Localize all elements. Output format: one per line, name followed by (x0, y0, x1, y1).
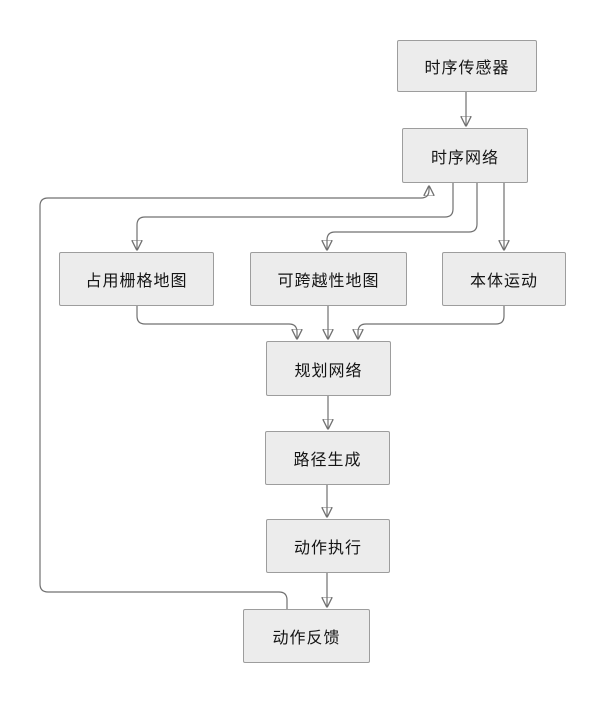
edge-temporal-network-to-occupancy-grid-map (137, 183, 454, 249)
node-body-motion: 本体运动 (442, 252, 566, 306)
node-temporal-sensor-label: 时序传感器 (424, 60, 510, 77)
edge-occupancy-grid-map-to-planning-network (136, 306, 297, 338)
node-traversability-map-label: 可跨越性地图 (277, 273, 380, 290)
node-planning-network-label: 规划网络 (294, 362, 363, 380)
node-temporal-network: 时序网络 (402, 128, 528, 183)
node-action-execution-label: 动作执行 (293, 540, 362, 557)
node-action-feedback-label: 动作反馈 (272, 630, 341, 647)
node-planning-network: 规划网络 (266, 341, 391, 396)
node-path-generation-label: 路径生成 (293, 452, 362, 469)
node-action-execution: 动作执行 (266, 519, 390, 573)
node-temporal-sensor: 时序传感器 (397, 40, 537, 92)
node-occupancy-grid-map: 占用栅格地图 (59, 252, 214, 306)
node-action-feedback: 动作反馈 (243, 609, 370, 663)
node-traversability-map: 可跨越性地图 (250, 252, 407, 306)
node-temporal-network-label: 时序网络 (430, 149, 499, 167)
edge-body-motion-to-planning-network (358, 306, 505, 338)
node-body-motion-label: 本体运动 (469, 273, 538, 290)
edge-action-feedback-to-temporal-network (39, 187, 429, 609)
edge-temporal-network-to-traversability-map (327, 183, 478, 249)
node-path-generation: 路径生成 (265, 431, 390, 485)
node-occupancy-grid-map-label: 占用栅格地图 (85, 273, 188, 290)
